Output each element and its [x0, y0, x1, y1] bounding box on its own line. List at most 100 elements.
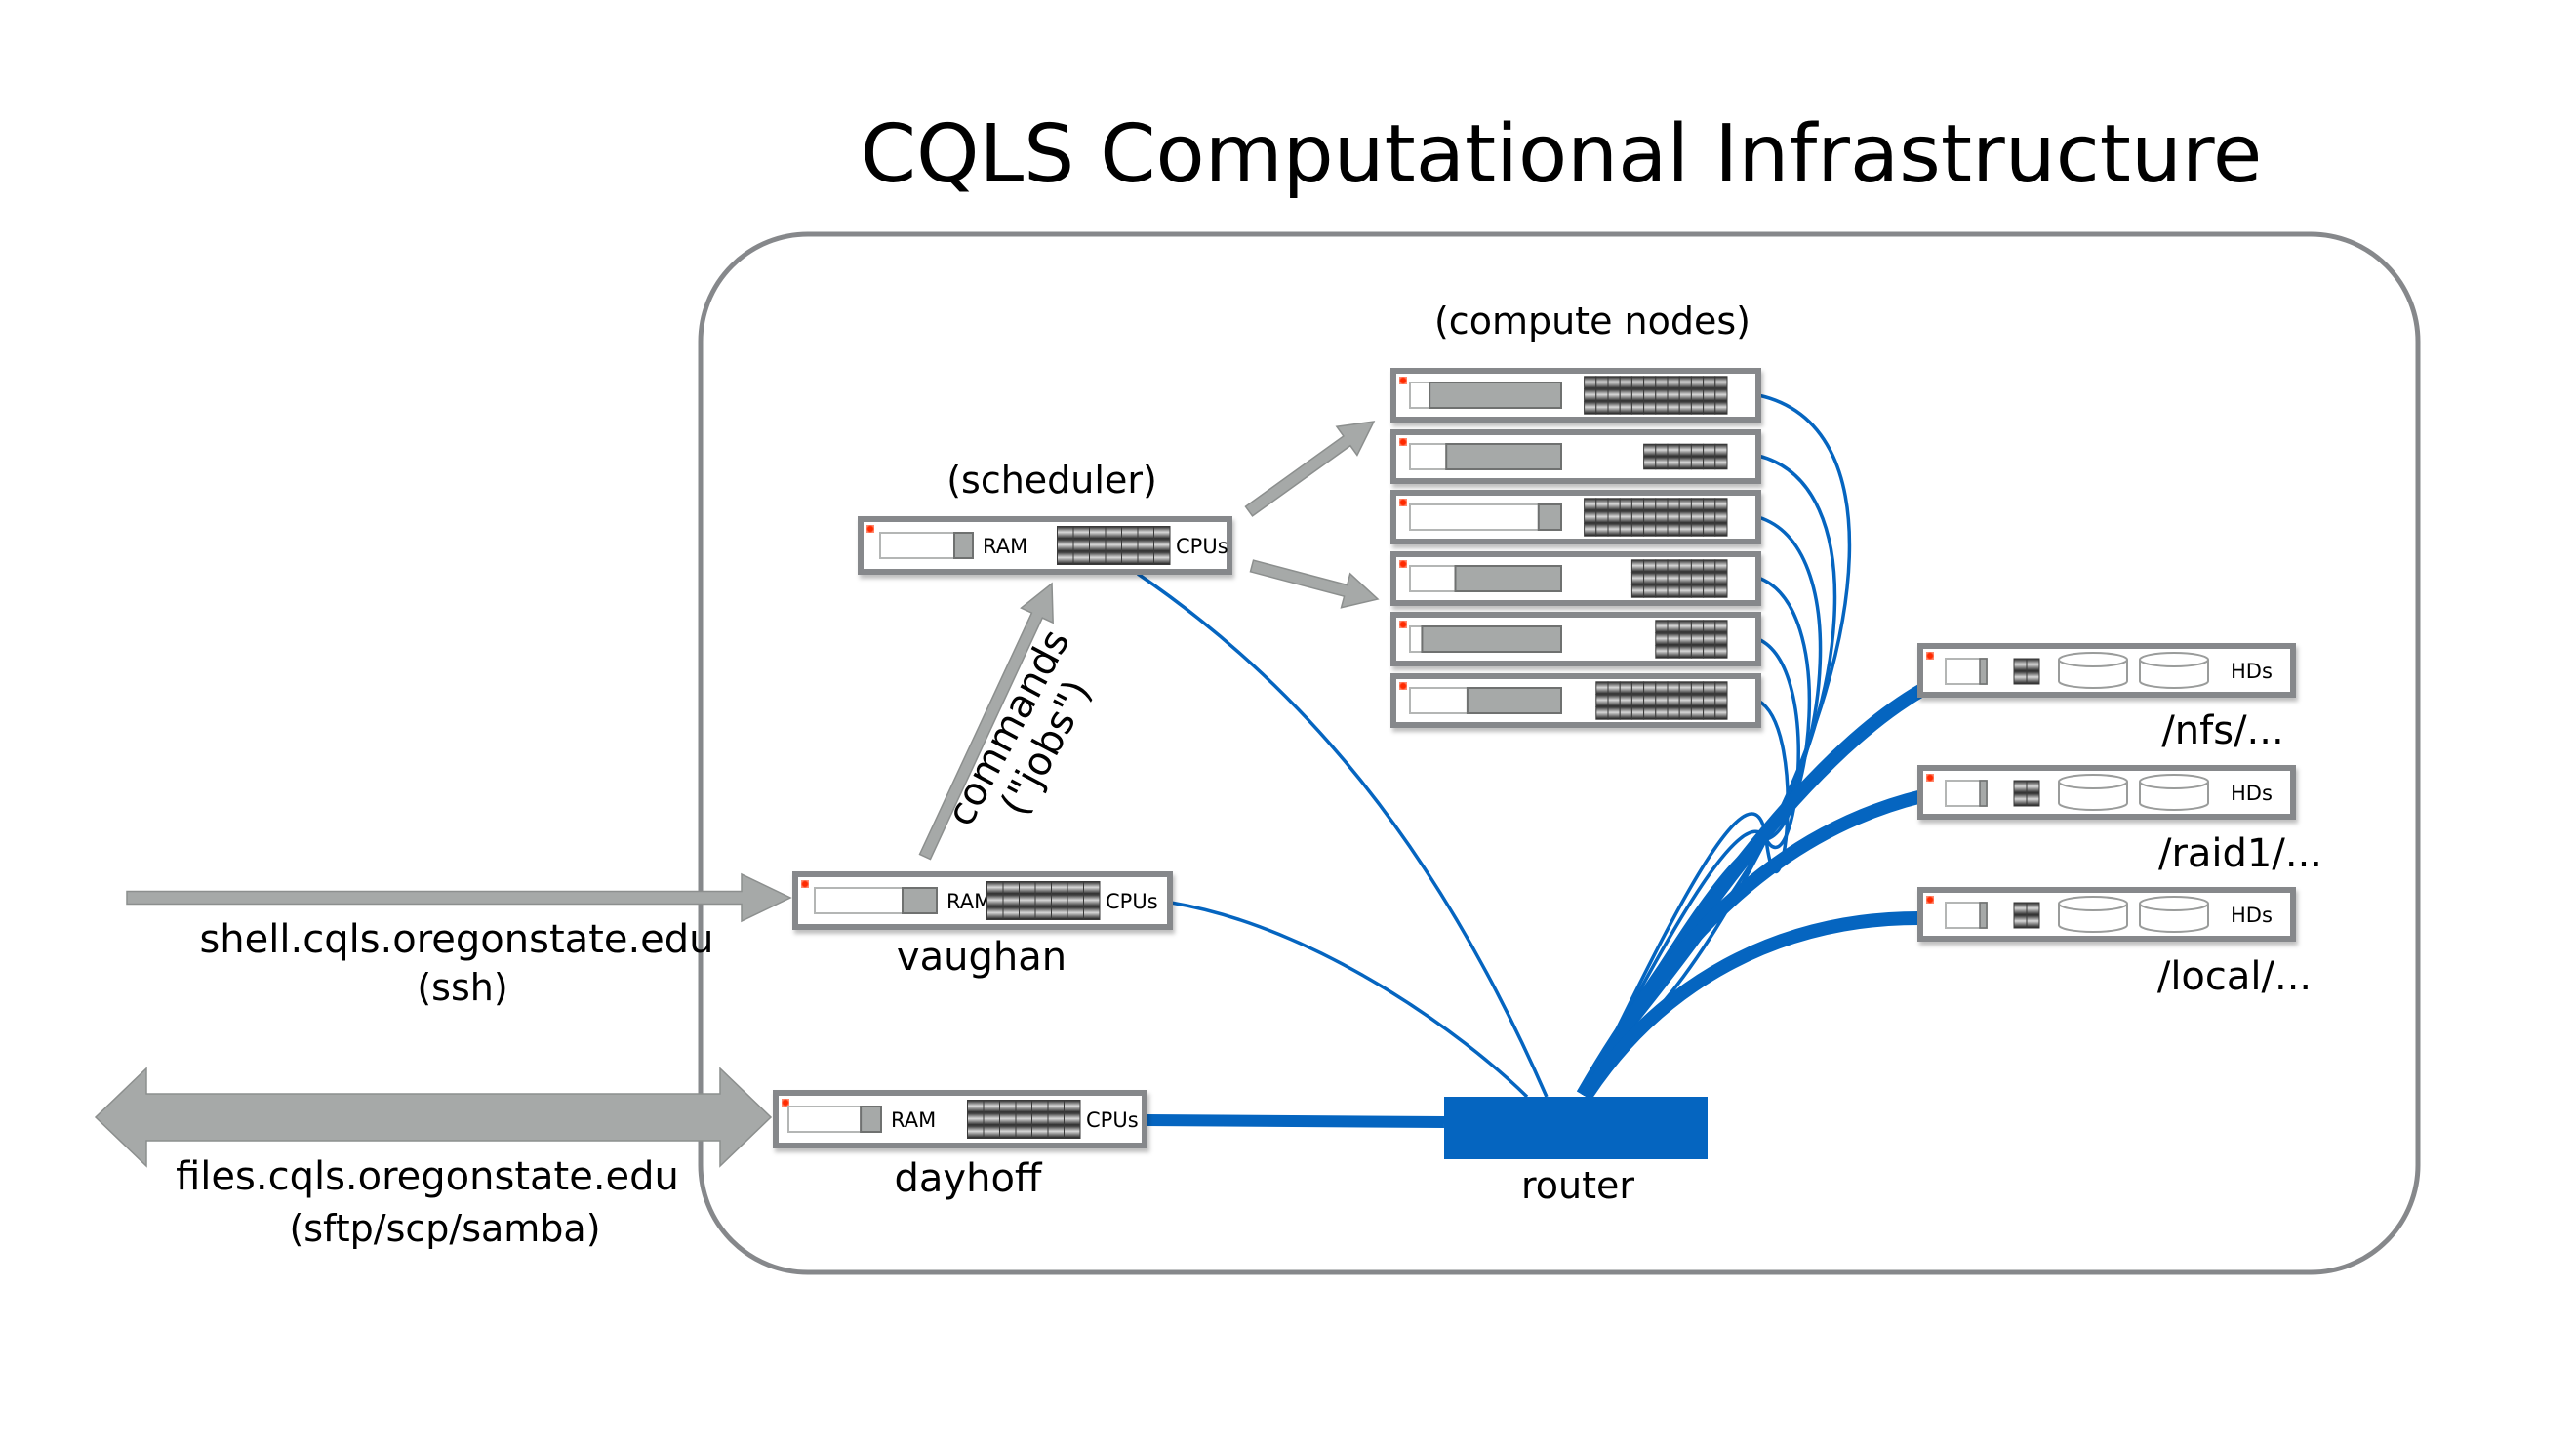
cpu-core-icon — [1002, 894, 1020, 907]
cpu-core-icon — [1714, 443, 1728, 458]
cpu-grid-icon — [1057, 526, 1171, 565]
cpu-core-icon — [1714, 632, 1728, 646]
cpu-core-icon — [967, 1112, 985, 1126]
diagram-title: CQLS Computational Infrastructure — [861, 108, 2263, 201]
cpu-core-icon — [2026, 780, 2040, 794]
network-cable-storage — [1576, 789, 1924, 1099]
cpu-core-icon — [1678, 681, 1692, 696]
cpu-core-icon — [1714, 559, 1728, 574]
cpu-core-icon — [1047, 1112, 1065, 1126]
storage-server-local[interactable]: HDs — [1917, 887, 2296, 942]
cpu-core-icon — [1595, 388, 1609, 402]
cpu-core-icon — [1655, 522, 1669, 537]
cpu-grid-icon — [1584, 498, 1728, 537]
cpu-core-icon — [1655, 644, 1669, 659]
router-box[interactable] — [1444, 1097, 1708, 1159]
cpu-core-icon — [2013, 792, 2028, 807]
cpu-core-icon — [1703, 644, 1716, 659]
storage-server-raid1[interactable]: HDs — [1917, 765, 2296, 820]
flow-arrows — [94, 421, 1380, 1168]
compute-node-server[interactable] — [1390, 368, 1761, 423]
ram-bar — [1409, 503, 1562, 531]
cpu-core-icon — [2013, 902, 2028, 916]
cpu-core-icon — [1002, 906, 1020, 920]
compute-node-server[interactable] — [1390, 429, 1761, 484]
ram-label: RAM — [891, 1108, 936, 1132]
cpu-core-icon — [1619, 498, 1632, 512]
cpu-core-icon — [1595, 400, 1609, 415]
cpu-core-icon — [1630, 694, 1645, 707]
disk-top — [2058, 774, 2128, 789]
cpu-core-icon — [1607, 705, 1621, 720]
cpu-core-icon — [1619, 400, 1632, 415]
cpu-core-icon — [1584, 510, 1597, 524]
cpu-core-icon — [1678, 644, 1692, 659]
ram-used-fill — [1454, 565, 1562, 592]
cpu-core-icon — [1703, 388, 1716, 402]
compute-node-server[interactable] — [1390, 490, 1761, 544]
cpu-core-icon — [999, 1125, 1017, 1139]
cpu-core-icon — [1714, 400, 1728, 415]
cpu-core-icon — [1703, 498, 1716, 512]
cpu-core-icon — [1067, 894, 1084, 907]
cpu-core-icon — [1015, 1112, 1032, 1126]
cpu-core-icon — [1690, 694, 1705, 707]
disk-top — [2139, 774, 2209, 789]
cpu-core-icon — [1619, 522, 1632, 537]
cpu-core-icon — [1630, 498, 1645, 512]
cpu-core-icon — [1678, 632, 1692, 646]
cpu-core-icon — [1089, 539, 1107, 552]
cpu-grid-icon — [2013, 902, 2040, 929]
cpu-core-icon — [1703, 620, 1716, 634]
storage-server-nfs[interactable]: HDs — [1917, 643, 2296, 698]
cpu-core-icon — [1072, 526, 1090, 540]
cpu-core-icon — [1667, 705, 1680, 720]
cpu-core-icon — [1667, 644, 1680, 659]
cpu-core-icon — [1105, 526, 1122, 540]
ram-label: RAM — [983, 535, 1027, 558]
status-led-icon — [1399, 499, 1407, 506]
cpu-core-icon — [1667, 400, 1680, 415]
cpu-core-icon — [1121, 551, 1139, 565]
cpu-grid-icon — [1643, 443, 1728, 470]
compute-node-server[interactable] — [1390, 612, 1761, 666]
cpu-core-icon — [1643, 522, 1657, 537]
ssh-arrow — [126, 872, 792, 923]
cpu-core-icon — [1655, 559, 1669, 574]
cpu-core-icon — [1703, 632, 1716, 646]
cpu-core-icon — [1667, 632, 1680, 646]
cpu-core-icon — [1714, 510, 1728, 524]
cpu-core-icon — [1630, 388, 1645, 402]
cpu-core-icon — [1690, 632, 1705, 646]
cpu-core-icon — [1630, 522, 1645, 537]
cpu-core-icon — [1667, 620, 1680, 634]
ram-used-fill — [1445, 443, 1562, 470]
cpu-core-icon — [1643, 456, 1657, 470]
server-chassis[interactable] — [1390, 429, 1761, 484]
cpu-core-icon — [1690, 388, 1705, 402]
cpu-core-icon — [1002, 881, 1020, 895]
router[interactable]: router — [1444, 1097, 1708, 1207]
cpu-core-icon — [2026, 792, 2040, 807]
cpu-core-icon — [1703, 376, 1716, 390]
cpu-core-icon — [1678, 376, 1692, 390]
cpu-core-icon — [1714, 681, 1728, 696]
cpu-core-icon — [1655, 456, 1669, 470]
cpu-core-icon — [2013, 658, 2028, 672]
compute-node-server[interactable] — [1390, 673, 1761, 728]
cpu-core-icon — [1678, 400, 1692, 415]
cpu-core-icon — [1714, 620, 1728, 634]
compute-node-server[interactable] — [1390, 551, 1761, 606]
compute-nodes-label: (compute nodes) — [1434, 300, 1751, 342]
cpu-core-icon — [1607, 376, 1621, 390]
cpu-core-icon — [1655, 632, 1669, 646]
network-cable-dayhoff — [1146, 1114, 1445, 1128]
files-protocol-label: (sftp/scp/samba) — [289, 1207, 600, 1250]
cpu-core-icon — [1703, 681, 1716, 696]
files-double-arrow — [94, 1067, 773, 1168]
cpu-core-icon — [1690, 510, 1705, 524]
